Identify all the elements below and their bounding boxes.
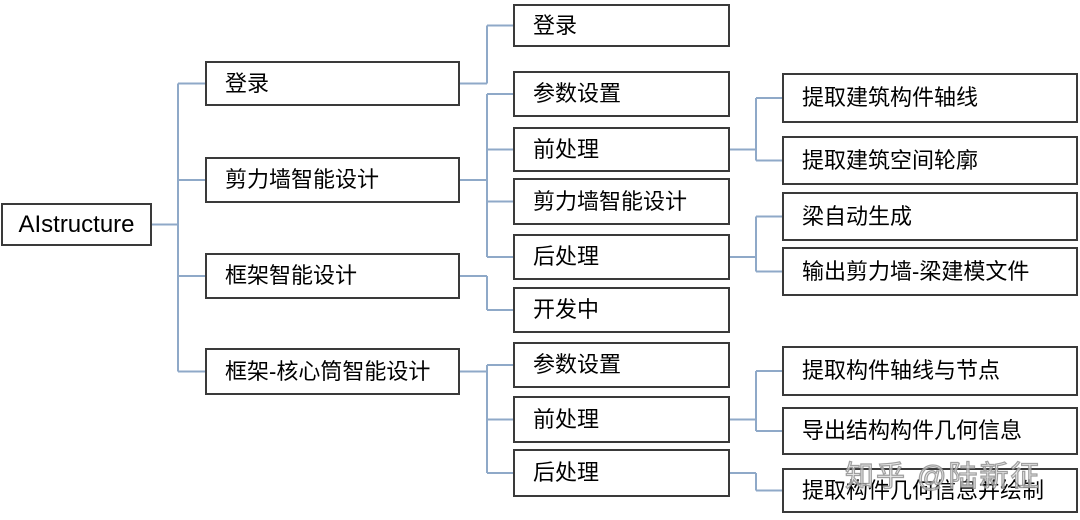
node-in-development: 开发中 — [513, 287, 730, 333]
node-postprocessing-2: 后处理 — [513, 449, 730, 497]
node-login-l2: 登录 — [205, 61, 460, 106]
node-preprocessing-2: 前处理 — [513, 396, 730, 443]
node-frame-design-l2: 框架智能设计 — [205, 253, 460, 299]
node-auto-beam-generation: 梁自动生成 — [782, 192, 1078, 241]
node-parameter-settings-1: 参数设置 — [513, 71, 730, 117]
node-extract-geometry-draw: 提取构件几何信息并绘制 — [782, 468, 1078, 513]
node-extract-axes-joints: 提取构件轴线与节点 — [782, 346, 1078, 396]
node-export-geometry-info: 导出结构构件几何信息 — [782, 407, 1078, 455]
node-preprocessing-1: 前处理 — [513, 127, 730, 172]
node-shearwall-design-l2: 剪力墙智能设计 — [205, 157, 460, 203]
node-extract-space-outline: 提取建筑空间轮廓 — [782, 136, 1078, 185]
node-shearwall-design-l3: 剪力墙智能设计 — [513, 178, 730, 225]
node-frame-coretube-design-l2: 框架-核心筒智能设计 — [205, 348, 460, 395]
node-aistructure-root: AIstructure — [1, 203, 152, 246]
node-extract-component-axes: 提取建筑构件轴线 — [782, 73, 1078, 123]
node-export-wall-beam-model: 输出剪力墙-梁建模文件 — [782, 247, 1078, 296]
node-parameter-settings-2: 参数设置 — [513, 342, 730, 388]
node-login-l3: 登录 — [513, 4, 730, 47]
node-postprocessing-1: 后处理 — [513, 234, 730, 280]
